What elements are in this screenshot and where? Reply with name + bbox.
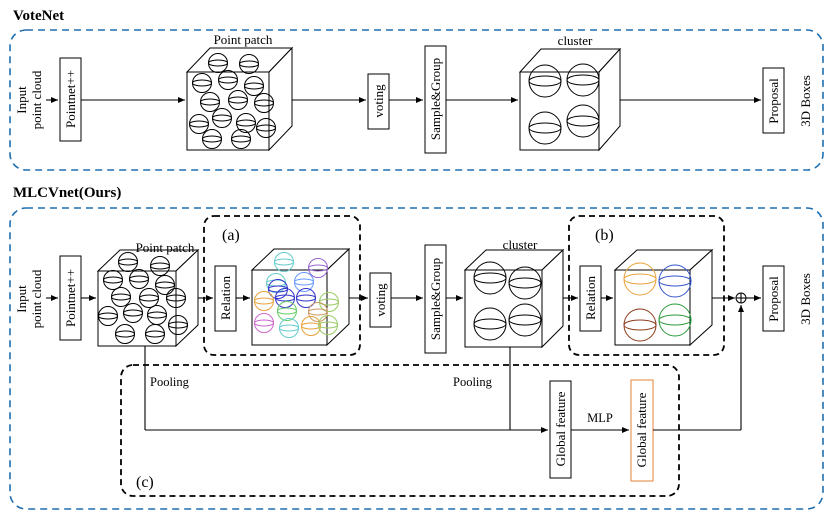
mlcvnet-title: MLCVnet(Ours) [13,185,121,201]
mlcvnet-sample-group-box [424,244,447,354]
votenet-input-line2: point cloud [29,70,44,129]
votenet-pointnet-label: Pointnet++ [63,70,78,128]
mlcvnet-frame [9,207,824,510]
mlcvnet-input-label: Input point cloud [14,269,44,328]
votenet-point-patch-cube [185,46,294,152]
mlcvnet-pointnet-label: Pointnet++ [63,269,78,327]
votenet-sample-group-label: Sample&Group [428,58,443,140]
mlcvnet-boxes-label: 3D Boxes [798,273,813,325]
votenet-cluster-label: cluster [558,33,593,48]
relation-a-cube [250,247,351,347]
relation-a-label: Relation [218,275,233,320]
votenet-point-patch-label: Point patch [214,32,273,47]
mlcvnet-voting-label: voting [373,283,388,317]
mlcvnet-cluster-label: cluster [503,237,538,252]
module-b-frame [568,215,725,356]
votenet-title: VoteNet [13,8,64,24]
mlcvnet-voting-box [369,272,392,328]
mlcvnet-point-patch-label: Point patch [136,240,195,255]
votenet-input-label: Input point cloud [14,70,44,129]
module-a-frame [203,215,361,356]
module-c-label: (c) [136,474,154,491]
mlcvnet-proposal-box [762,265,785,332]
votenet-boxes-label: 3D Boxes [798,75,813,127]
mlcvnet-cluster-cube [463,248,565,349]
votenet-proposal-label: Proposal [766,78,781,124]
votenet-voting-label: voting [371,84,386,118]
votenet-cluster-cube [518,47,622,152]
mlp-label: MLP [587,411,613,425]
relation-b-cube [613,248,714,347]
mlcvnet-input-line2: point cloud [29,269,44,328]
votenet-frame [9,29,824,171]
votenet-voting-box [367,73,390,130]
module-a-label: (a) [222,227,240,244]
mlcvnet-proposal-label: Proposal [766,276,781,322]
mlcvnet-point-patch-cube [96,248,200,348]
relation-b-label: Relation [583,275,598,320]
pooling-2-label: Pooling [453,375,493,389]
pooling-1-label: Pooling [150,375,190,389]
votenet-proposal-box [762,67,785,134]
module-b-label: (b) [595,227,614,244]
module-c-frame [120,364,680,497]
global-feature-2-label: Global feature [634,392,649,467]
mlcvnet-input-line1: Input [14,285,29,313]
votenet-input-line1: Input [14,86,29,114]
global-feature-1-label: Global feature [553,391,568,466]
mlcvnet-sample-group-label: Sample&Group [428,258,443,340]
